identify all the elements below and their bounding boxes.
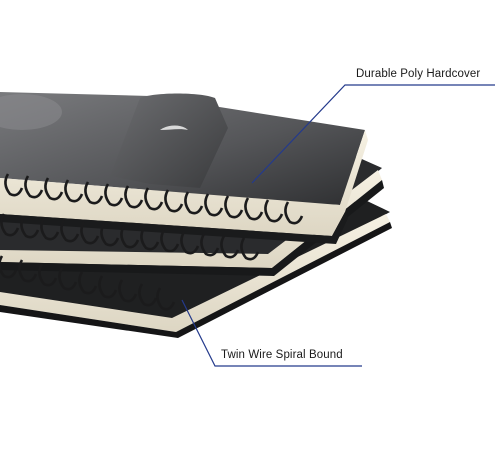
thumb-notch bbox=[160, 125, 188, 130]
cover-flap bbox=[110, 93, 228, 188]
cover-leader-line bbox=[251, 84, 495, 184]
twin-wire-spiral bbox=[0, 173, 304, 311]
spiral-row-middle bbox=[0, 213, 260, 261]
spiral-callout: Twin Wire Spiral Bound bbox=[221, 349, 343, 361]
hardcover-callout: Durable Poly Hardcover bbox=[356, 68, 481, 80]
spiral-row-bottom bbox=[0, 255, 176, 311]
cover-emblem bbox=[0, 94, 62, 130]
spiral-leader-line bbox=[181, 299, 362, 367]
spiral-row-top bbox=[4, 173, 304, 225]
